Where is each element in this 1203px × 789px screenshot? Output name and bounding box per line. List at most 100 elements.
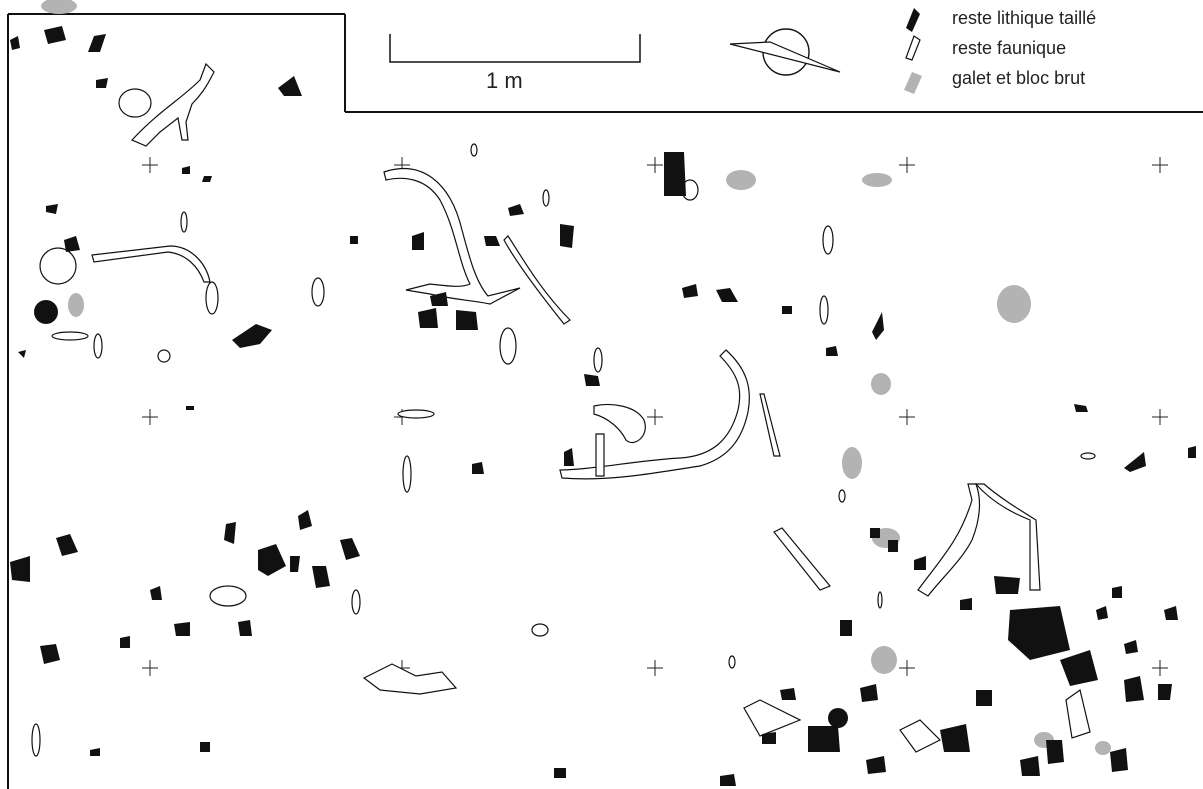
lithic-piece <box>120 636 130 648</box>
grid-crosses <box>142 157 1168 676</box>
lithic-piece <box>1046 740 1064 764</box>
fauna-antler <box>91 245 211 283</box>
lithic-piece <box>1188 446 1196 458</box>
lithic-piece <box>418 308 438 328</box>
fauna-fragment <box>351 589 361 615</box>
grid-cross <box>1152 660 1168 676</box>
lithic-piece <box>782 306 792 314</box>
fauna-fragment <box>503 235 571 325</box>
scale-bar <box>389 34 641 63</box>
legend-symbols <box>904 8 922 94</box>
legend-item-pebble: galet et bloc brut <box>898 64 1085 92</box>
lithic-remains <box>10 26 1196 786</box>
lithic-piece <box>90 748 100 756</box>
lithic-piece <box>46 204 58 214</box>
lithic-piece <box>44 26 66 44</box>
pebble <box>997 285 1031 323</box>
grid-cross <box>142 157 158 173</box>
lithic-piece <box>232 324 272 348</box>
fauna-fragment <box>499 327 517 365</box>
lithic-piece <box>960 598 972 610</box>
lithic-piece <box>826 346 838 356</box>
lithic-piece <box>182 166 190 174</box>
fauna-fragment <box>311 277 325 307</box>
grid-cross <box>142 409 158 425</box>
pebble <box>871 646 897 674</box>
grid-cross <box>647 660 663 676</box>
pebble <box>726 170 756 190</box>
grid-cross <box>899 157 915 173</box>
grid-cross <box>1152 409 1168 425</box>
lithic-piece <box>1096 606 1108 620</box>
lithic-icon <box>906 8 920 32</box>
lithic-piece <box>64 236 80 252</box>
lithic-piece <box>258 544 286 576</box>
pebble-icon <box>904 72 922 94</box>
lithic-piece <box>472 462 484 474</box>
lithic-piece <box>940 724 970 752</box>
lithic-piece <box>808 726 840 752</box>
lithic-piece <box>720 774 736 786</box>
lithic-piece <box>1020 756 1040 776</box>
lithic-piece <box>762 732 776 744</box>
lithic-piece <box>340 538 360 560</box>
lithic-piece <box>870 528 880 538</box>
fauna-fragment <box>593 347 603 373</box>
lithic-piece <box>238 620 252 636</box>
grid-cross <box>647 157 663 173</box>
lithic-piece <box>1060 650 1098 686</box>
fauna-fragment <box>205 281 219 315</box>
pebble <box>68 293 84 317</box>
fauna-antler <box>974 483 1041 591</box>
lithic-piece <box>278 76 302 96</box>
fauna-fragment <box>838 489 846 503</box>
lithic-piece <box>1124 452 1146 472</box>
lithic-piece <box>872 312 884 340</box>
fauna-fragment <box>157 349 171 363</box>
lithic-piece <box>484 236 500 246</box>
fauna-fragment <box>93 333 103 359</box>
lithic-piece <box>174 622 190 636</box>
fauna-fragment <box>542 189 550 207</box>
lithic-piece <box>888 540 898 552</box>
lithic-piece <box>780 688 796 700</box>
lithic-piece <box>224 522 236 544</box>
grid-cross <box>647 409 663 425</box>
fauna-fragment <box>531 623 549 637</box>
fauna-fragment <box>51 331 89 341</box>
lithic-piece <box>564 448 574 466</box>
lithic-piece <box>1124 676 1144 702</box>
lithic-piece <box>150 586 162 600</box>
grid-cross <box>1152 157 1168 173</box>
lithic-piece <box>828 708 848 728</box>
lithic-piece <box>88 34 106 52</box>
fauna-antler <box>383 168 521 305</box>
fauna-fragment <box>877 591 883 609</box>
pebble <box>842 447 862 479</box>
lithic-piece <box>312 566 330 588</box>
lithic-piece <box>716 288 738 302</box>
fauna-fragment <box>402 455 412 493</box>
lithic-piece <box>412 232 424 250</box>
legend-label-lithic: reste lithique taillé <box>952 7 1097 28</box>
fauna-fragment <box>743 699 802 737</box>
lithic-piece <box>976 690 992 706</box>
lithic-piece <box>554 768 566 778</box>
lithic-piece <box>298 510 312 530</box>
fauna-fragment <box>209 585 247 607</box>
lithic-piece <box>18 350 26 358</box>
fauna-fragment <box>397 409 435 419</box>
pebbles <box>41 0 1111 755</box>
legend-label-fauna: reste faunique <box>952 37 1067 58</box>
lithic-piece <box>560 224 574 248</box>
fauna-fragment <box>31 723 41 757</box>
lithic-piece <box>1158 684 1172 700</box>
grid-cross <box>142 660 158 676</box>
fauna-remains <box>31 62 1096 757</box>
fauna-fragment <box>1065 688 1091 739</box>
lithic-piece <box>840 620 852 636</box>
fauna-fragment <box>1080 452 1096 460</box>
fauna-icon <box>905 35 921 61</box>
fauna-fragment <box>362 663 458 695</box>
lithic-piece <box>584 374 600 386</box>
